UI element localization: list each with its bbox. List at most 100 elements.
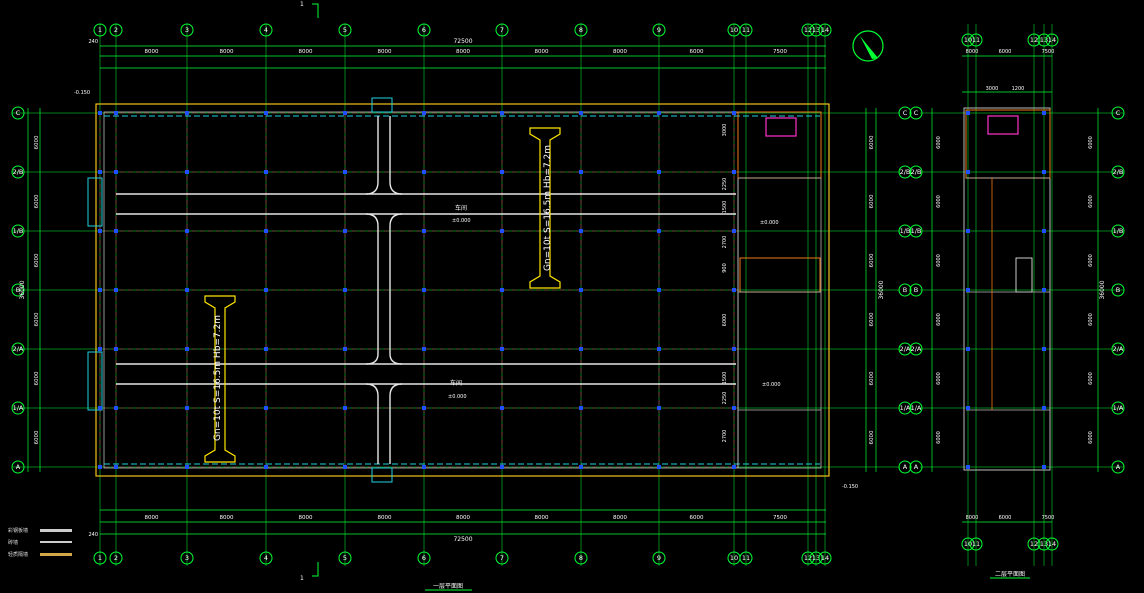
axis-bubble-label: 7 xyxy=(500,26,504,34)
column-marker xyxy=(500,347,504,351)
column-marker xyxy=(343,406,347,410)
side-column-marker xyxy=(1042,347,1046,351)
axis-bubble-label: 11 xyxy=(972,540,980,548)
column-marker xyxy=(657,229,661,233)
axis-bubble-label: 2/A xyxy=(1113,345,1124,353)
elev-label-upper: ±0.000 xyxy=(452,218,471,224)
axis-bubble-icon xyxy=(909,283,923,297)
room-label-lower: 车间 xyxy=(450,379,462,387)
axis-bubble-label: 9 xyxy=(657,26,661,34)
axis-bubble-icon xyxy=(969,537,983,551)
axis-bubble-label: 11 xyxy=(742,26,750,34)
depth-dim-right: 6000 xyxy=(869,430,875,444)
column-marker xyxy=(657,111,661,115)
axis-bubble-icon xyxy=(1037,33,1051,47)
axis-bubble-icon xyxy=(898,283,912,297)
column-marker xyxy=(264,347,268,351)
axis-bubble-icon xyxy=(898,165,912,179)
annex-dim: 3000 xyxy=(722,124,728,137)
axis-bubble-icon xyxy=(417,23,431,37)
column-marker xyxy=(185,406,189,410)
axis-bubble-label: 11 xyxy=(972,36,980,44)
axis-bubble-label: 6 xyxy=(422,26,426,34)
axis-bubble-label: 10 xyxy=(964,36,972,44)
axis-bubble-label: 14 xyxy=(1048,36,1056,44)
axis-bubble-label: 2/B xyxy=(1113,168,1124,176)
axis-bubble-icon xyxy=(93,551,107,565)
axis-right-B: B xyxy=(898,283,912,297)
depth-dim-left: 6000 xyxy=(34,430,40,444)
side-axis-right-C: C xyxy=(1111,106,1125,120)
legend-row-color-steel: 彩钢板墙 xyxy=(8,524,72,536)
column-marker xyxy=(422,170,426,174)
side-depth-dim-left: 6000 xyxy=(936,254,942,267)
main-floor-plan: Gn=10t S=16.5m Hb=7.2m Gn=10t S=16.5m Hb… xyxy=(11,1,912,591)
section-mark-top-label: 1 xyxy=(300,1,304,8)
side-column-marker xyxy=(966,229,970,233)
side-plan-title: 二层平面图 xyxy=(995,571,1025,578)
axis-bottom-7: 7 xyxy=(495,551,509,565)
side-depth-dim-right: 6000 xyxy=(1088,254,1094,267)
axis-bubble-icon xyxy=(1045,33,1059,47)
axis-bubble-label: 9 xyxy=(657,554,661,562)
axis-bottom-12: 12 xyxy=(801,551,815,565)
bay-dim-top: 7500 xyxy=(773,49,787,55)
axis-bubble-icon xyxy=(909,224,923,238)
axis-bubble-icon xyxy=(1045,537,1059,551)
axis-top-4: 4 xyxy=(259,23,273,37)
depth-dim-right: 6000 xyxy=(869,194,875,208)
legend-row-brick: 砖墙 xyxy=(8,536,72,548)
axis-bubble-icon xyxy=(961,33,975,47)
axis-bubble-icon xyxy=(898,401,912,415)
axis-bubble-icon xyxy=(338,551,352,565)
side-bay-dim-bottom: 7500 xyxy=(1042,515,1055,521)
annex-dim: 2700 xyxy=(722,430,728,443)
axis-bubble-icon xyxy=(417,551,431,565)
crane-rail-lower: Gn=10t S=16.5m Hb=7.2m xyxy=(204,295,236,463)
axis-bubble-label: 1/B xyxy=(900,227,911,235)
axis-bubble-label: 4 xyxy=(264,26,268,34)
axis-bubble-label: A xyxy=(914,463,919,471)
axis-bottom-9: 9 xyxy=(652,551,666,565)
axis-bubble-label: 12 xyxy=(804,554,812,562)
column-marker xyxy=(264,288,268,292)
side-bay-dim-top: 6000 xyxy=(999,49,1012,55)
column-marker xyxy=(264,465,268,469)
axis-bubble-icon xyxy=(652,23,666,37)
column-marker xyxy=(185,111,189,115)
axis-bubble-icon xyxy=(818,23,832,37)
room-label-upper: 车间 xyxy=(455,204,467,212)
door-left-upper xyxy=(87,177,103,227)
axis-bubble-icon xyxy=(909,460,923,474)
column-marker xyxy=(579,288,583,292)
bay-dim-top: 8000 xyxy=(145,49,159,55)
column-marker xyxy=(343,465,347,469)
axis-bubble-label: 8 xyxy=(579,26,583,34)
column-marker xyxy=(579,465,583,469)
axis-bubble-icon xyxy=(93,23,107,37)
section-mark-top-icon xyxy=(312,3,319,18)
column-marker xyxy=(579,347,583,351)
annex-dim: 900 xyxy=(722,263,728,273)
axis-bubble-icon xyxy=(11,224,25,238)
axis-bubble-icon xyxy=(961,537,975,551)
axis-bubble-icon xyxy=(338,23,352,37)
column-marker xyxy=(98,229,102,233)
axis-bubble-label: B xyxy=(16,286,20,294)
axis-bubble-icon xyxy=(1111,342,1125,356)
column-marker xyxy=(579,111,583,115)
legend-label-0: 彩钢板墙 xyxy=(8,527,29,534)
bay-dim-bottom: 6000 xyxy=(690,515,704,521)
axis-bubble-label: A xyxy=(903,463,908,471)
axis-bottom-3: 3 xyxy=(180,551,194,565)
column-marker xyxy=(500,170,504,174)
column-marker xyxy=(185,347,189,351)
side-axis-left-A: A xyxy=(909,460,923,474)
axis-bubble-label: 3 xyxy=(185,26,189,34)
inner-wall-line xyxy=(103,111,822,469)
axis-bottom-2: 2 xyxy=(109,551,123,565)
section-marks: 1 1 xyxy=(300,1,319,582)
column-marker xyxy=(114,111,118,115)
